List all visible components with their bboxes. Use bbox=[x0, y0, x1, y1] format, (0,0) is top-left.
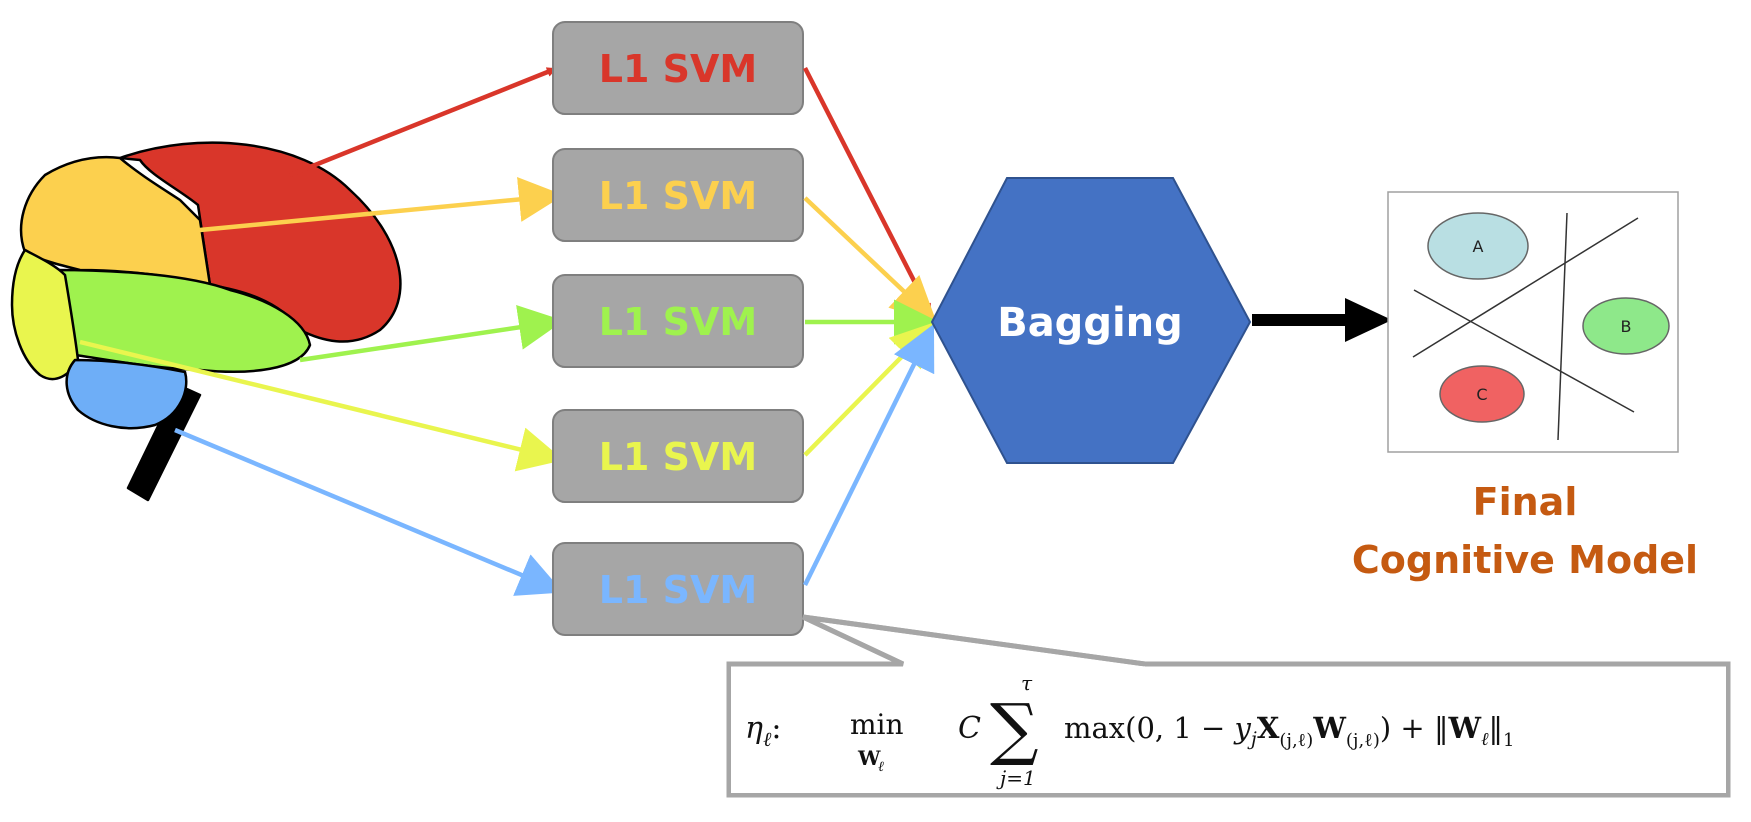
bagging-node: Bagging bbox=[930, 177, 1252, 464]
brain-region-frontal bbox=[19, 155, 212, 287]
brain-region-parietal bbox=[118, 141, 402, 343]
class-c-ellipse: C bbox=[1439, 365, 1525, 423]
svm-label-4: L1 SVM bbox=[599, 435, 757, 479]
formula-sum-lower: j=1 bbox=[996, 766, 1036, 790]
formula-eta: η bbox=[745, 711, 763, 746]
formula-w-sub: (j,ℓ) bbox=[1346, 730, 1380, 751]
svm-label-1: L1 SVM bbox=[599, 47, 757, 91]
formula-eta-sub: ℓ bbox=[763, 727, 772, 751]
formula-y-sub: j bbox=[1247, 728, 1257, 750]
formula-min: min bbox=[850, 708, 904, 741]
brain-region-occipital bbox=[10, 248, 80, 381]
svm-label-5: L1 SVM bbox=[599, 568, 757, 612]
svm-node-1: L1 SVM bbox=[552, 21, 804, 115]
formula-w: W bbox=[1312, 711, 1346, 745]
final-model-title-line-1: Final bbox=[1473, 480, 1578, 524]
class-a-ellipse: A bbox=[1427, 212, 1529, 280]
class-b-ellipse: B bbox=[1582, 297, 1670, 355]
bagging-to-final-arrow bbox=[1252, 298, 1392, 342]
arrow-svm-5-to-bagging bbox=[802, 323, 935, 586]
class-a-label: A bbox=[1473, 237, 1484, 256]
brain-region-cerebellum bbox=[65, 358, 188, 430]
svm-node-5: L1 SVM bbox=[552, 542, 804, 636]
arrow-svm-4-to-bagging bbox=[803, 321, 937, 457]
svm-objective-formula: ηℓ: min W ℓ C ∑ τ j=1 max(0, 1 − yjX(j,ℓ… bbox=[745, 671, 1514, 790]
formula-colon: : bbox=[771, 711, 781, 746]
svg-text:ηℓ:: ηℓ: bbox=[745, 711, 781, 751]
formula-sigma: ∑ bbox=[990, 690, 1039, 769]
arrow-parietal-to-svm-1 bbox=[289, 66, 557, 178]
arrow-cerebellum-to-svm-5 bbox=[174, 427, 564, 596]
arrow-svm-1-to-bagging bbox=[802, 66, 933, 314]
formula-y: y bbox=[1233, 711, 1252, 745]
formula-callout bbox=[726, 614, 1731, 798]
class-b-label: B bbox=[1621, 317, 1632, 336]
formula-sum-upper: τ bbox=[1021, 671, 1033, 695]
svm-node-2: L1 SVM bbox=[552, 148, 804, 242]
svm-label-2: L1 SVM bbox=[599, 174, 757, 218]
formula-min-sub-ell: ℓ bbox=[878, 759, 884, 775]
input-arrows bbox=[79, 66, 564, 596]
final-model-panel: A B C bbox=[1387, 191, 1679, 453]
formula-min-sub: W bbox=[857, 746, 881, 770]
svm-node-3: L1 SVM bbox=[552, 274, 804, 368]
svg-text:max(0, 1 − yjX(j,ℓ)W(j,ℓ)) + ‖: max(0, 1 − yjX(j,ℓ)W(j,ℓ)) + ‖Wℓ‖1 bbox=[1064, 711, 1514, 751]
arrow-occipital-to-svm-4 bbox=[79, 339, 564, 472]
formula-wl-sub: ℓ bbox=[1481, 729, 1489, 750]
formula-x-sub: (j,ℓ) bbox=[1279, 730, 1313, 751]
arrow-frontal-to-svm-2 bbox=[199, 177, 564, 233]
arrow-svm-2-to-bagging bbox=[803, 196, 937, 323]
formula-c: C bbox=[958, 711, 981, 746]
svm-node-4: L1 SVM bbox=[552, 409, 804, 503]
formula-norm-sub: 1 bbox=[1503, 730, 1514, 751]
final-model-title-line-2: Cognitive Model bbox=[1352, 538, 1698, 582]
formula-x: X bbox=[1257, 711, 1280, 745]
svm-to-bagging-arrows bbox=[802, 66, 939, 586]
svm-label-3: L1 SVM bbox=[599, 300, 757, 344]
class-c-label: C bbox=[1476, 385, 1487, 404]
formula-close: ) + ‖ bbox=[1380, 711, 1449, 745]
arrow-temporal-to-svm-3 bbox=[299, 305, 564, 363]
brain-illustration bbox=[10, 141, 402, 502]
formula-wl: W bbox=[1447, 711, 1481, 745]
brainstem bbox=[126, 383, 202, 502]
formula-max: max(0, 1 − bbox=[1064, 711, 1235, 745]
formula-norm-close: ‖ bbox=[1489, 711, 1504, 745]
bagging-label: Bagging bbox=[997, 300, 1183, 346]
